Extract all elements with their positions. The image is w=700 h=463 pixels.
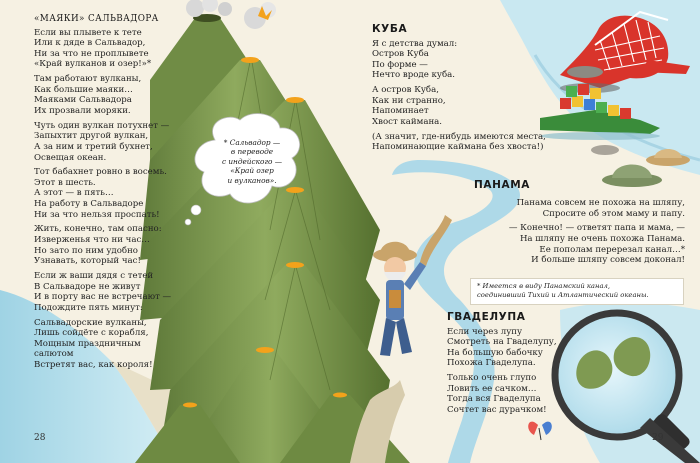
salvador-stanza: Тот бабахнет ровно в восемь. Этот в шест…: [34, 167, 167, 220]
salvador-poem: «МАЯКИ» САЛЬВАДОРА Если вы плывете к тет…: [34, 14, 174, 375]
cuba-stanza: А остров Куба, Как ни странно, Напоминае…: [372, 85, 446, 127]
page-number-right: 29: [652, 433, 664, 443]
panama-stanza: Панама совсем не похожа на шляпу, Спроси…: [516, 198, 685, 219]
salvador-title: «МАЯКИ» САЛЬВАДОРА: [34, 14, 159, 24]
salvador-stanza: Если ж ваши дядя с тетей В Сальвадоре не…: [34, 271, 172, 313]
panama-footnote: * Имеется в виду Панамский канал, соедин…: [470, 278, 684, 305]
butterfly: [528, 421, 552, 441]
guadeloupe-poem: ГВАДЕЛУПА Если через лупу Смотреть на Гв…: [447, 312, 597, 420]
panama-title: ПАНАМА: [474, 179, 531, 191]
salvador-stanza: Жить, конечно, там опасно: Изверженья чт…: [34, 224, 162, 267]
cuba-stanza: (А значит, где-нибудь имеются места, Нап…: [372, 131, 546, 153]
panama-stanza: — Конечно! — ответят папа и мама, — На ш…: [508, 223, 685, 266]
salvador-stanza: Сальвадорские вулканы, Лишь сойдёте с ко…: [34, 317, 153, 370]
cuba-stanza: Я с детства думал: Остров Куба По форме …: [372, 38, 458, 81]
salvador-stanza: Там работают вулканы, Как большие маяки……: [34, 74, 142, 116]
salvador-footnote-bubble: * Сальвадор — в переводе с индейского — …: [221, 138, 283, 185]
salvador-stanza: Если вы плывете к тете Или к дяде в Саль…: [34, 27, 152, 70]
guadeloupe-stanza: Только очень глупо Ловить ее сачком… Тог…: [447, 373, 547, 415]
explorer-figure: [373, 215, 452, 356]
cuba-cubes: [540, 84, 660, 140]
panama-hats: [567, 66, 690, 187]
guadeloupe-stanza: Если через лупу Смотреть на Гваделупу, Н…: [447, 326, 557, 369]
cuba-poem: КУБА Я с детства думал: Остров Куба По ф…: [372, 24, 572, 157]
magnifying-glass: [551, 309, 700, 463]
panama-poem: ПАНАМА: [474, 180, 674, 195]
thought-bubble: [184, 113, 301, 226]
guadeloupe-title: ГВАДЕЛУПА: [447, 311, 526, 323]
page-number-left: 28: [34, 433, 46, 443]
cuba-title: КУБА: [372, 23, 408, 35]
panama-text: Панама совсем не похожа на шляпу, Спроси…: [450, 198, 685, 270]
salvador-stanza: Чуть один вулкан потухнет — Запыхтит дру…: [34, 120, 170, 163]
